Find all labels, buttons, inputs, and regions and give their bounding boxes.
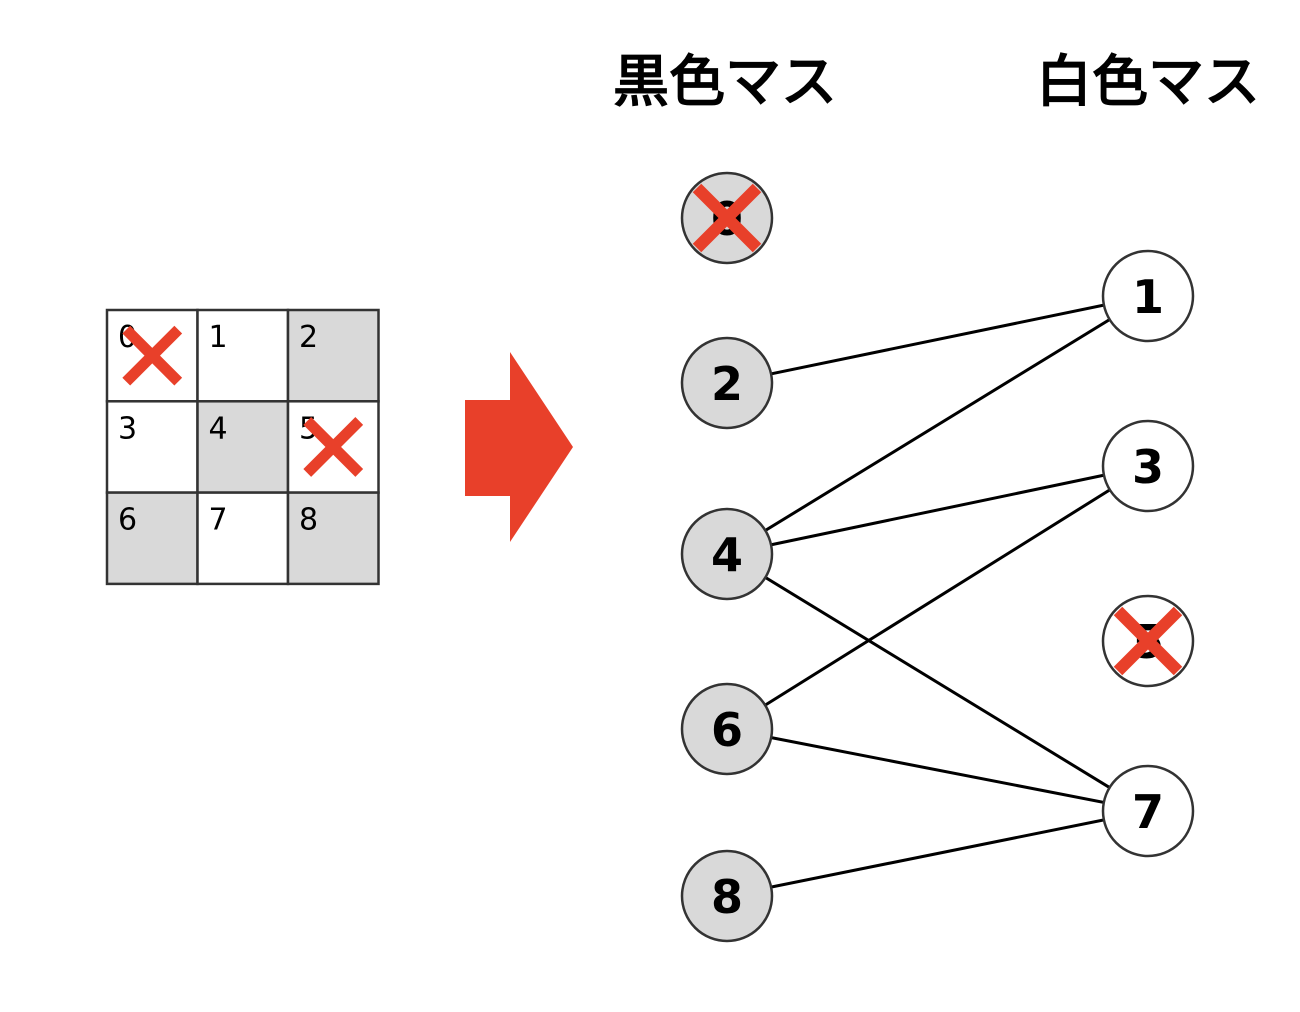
grid-cell-5: 5 [286, 400, 380, 494]
node-label: 3 [1132, 440, 1164, 494]
graph-edges [726, 294, 1149, 898]
grid-cell-0: 0 [105, 308, 199, 403]
cross-icon [122, 325, 183, 386]
grid-cell-label: 2 [299, 320, 318, 355]
grid-cell-6: 6 [105, 491, 199, 586]
black-node-0: 0 [680, 171, 774, 265]
right-arrow-icon [465, 352, 573, 542]
white-node-1: 1 [1101, 249, 1195, 343]
black-node-8: 8 [680, 849, 774, 943]
grid-cell-8: 8 [286, 491, 380, 586]
grid-cell-7: 7 [196, 491, 290, 586]
grid-cell-label: 3 [118, 411, 137, 446]
edge-8-7 [726, 809, 1149, 898]
black-node-2: 2 [680, 336, 774, 430]
edge-4-1 [726, 294, 1149, 556]
grid-cell-3: 3 [105, 400, 199, 494]
black-node-4: 4 [680, 507, 774, 601]
white-node-7: 7 [1101, 764, 1195, 858]
white-squares-header: 白色マス [1036, 50, 1260, 115]
cross-icon [692, 183, 762, 253]
node-label: 4 [711, 528, 743, 582]
node-label: 1 [1132, 270, 1164, 324]
grid-cell-label: 4 [209, 411, 228, 446]
node-label: 7 [1132, 785, 1164, 839]
cross-icon [1113, 606, 1183, 676]
edge-4-3 [726, 464, 1149, 556]
grid-cell-label: 6 [118, 503, 137, 538]
black-squares-header: 黒色マス [613, 50, 837, 115]
grid-cell-label: 8 [299, 503, 318, 538]
white-node-5: 5 [1101, 594, 1195, 688]
board-grid: 01 2 3 4 5 6 7 8 [105, 308, 380, 586]
edge-6-7 [726, 727, 1149, 813]
edge-4-7 [726, 552, 1149, 813]
black-node-6: 6 [680, 682, 774, 776]
cross-icon [303, 417, 364, 477]
grid-cell-label: 7 [209, 503, 228, 538]
edge-6-3 [726, 464, 1149, 731]
grid-cell-2: 2 [286, 308, 380, 403]
grid-cell-1: 1 [196, 308, 290, 403]
white-node-3: 3 [1101, 419, 1195, 513]
edge-2-1 [726, 294, 1149, 385]
node-label: 2 [711, 357, 743, 411]
grid-cell-4: 4 [196, 400, 290, 494]
grid-cell-label: 1 [209, 320, 228, 355]
node-label: 6 [711, 703, 743, 757]
graph-nodes: 0 2 4 6 8 1 3 5 7 [680, 171, 1195, 943]
node-label: 8 [711, 870, 743, 924]
